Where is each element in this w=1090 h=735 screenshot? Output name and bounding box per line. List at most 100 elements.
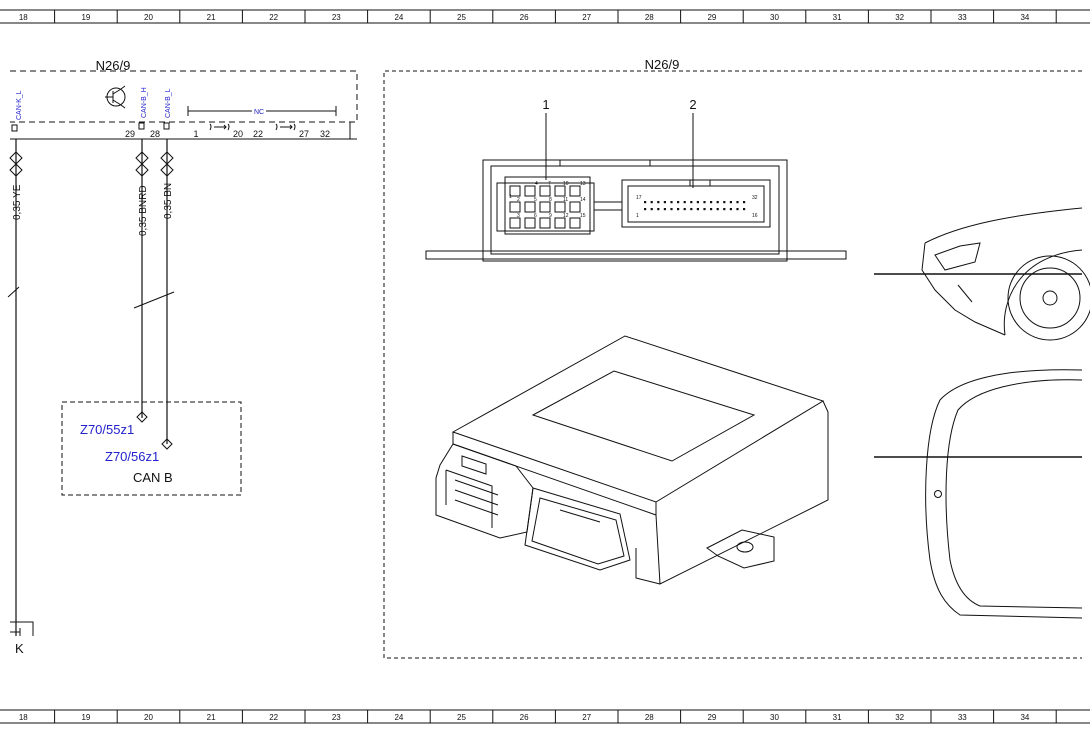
connector-2-pin (683, 208, 686, 211)
schematic-unit-label: N26/9 (96, 58, 131, 73)
connector-2-pin (663, 201, 666, 204)
connector-1-cavity (524, 185, 536, 197)
connector-1-cavity (569, 217, 581, 229)
connector-2-pin (696, 201, 699, 204)
connector-2-pin (703, 201, 706, 204)
nc-label: NC (254, 109, 264, 116)
connector-1-cavity (569, 201, 581, 213)
svg-text:1: 1 (636, 213, 639, 219)
connector-1-cavity (554, 201, 566, 213)
svg-text:32: 32 (752, 195, 758, 201)
connector-2-pin (650, 208, 653, 211)
splice-box (61, 401, 242, 496)
callout-2: 2 (689, 97, 696, 112)
connector-1-cavity (509, 185, 521, 197)
connector-2-pin (657, 208, 660, 211)
pin-range-marker (275, 123, 296, 131)
svg-text:15: 15 (580, 213, 586, 219)
ruler-column-33-top: 33 (958, 13, 967, 22)
connector-2-pin (736, 208, 739, 211)
connector-1-cavity (539, 217, 551, 229)
connector-2-pin (690, 201, 693, 204)
splice-label-55z1: Z70/55z1 (80, 422, 134, 437)
connector-1-cavity (539, 185, 551, 197)
wire-break-mark (7, 286, 20, 298)
ruler-column-29-top: 29 (707, 13, 716, 22)
connector-2-pin (743, 208, 746, 211)
connector-2-pin (690, 208, 693, 211)
ruler-column-34-top: 34 (1020, 13, 1029, 22)
vehicle-side-view (874, 207, 1090, 341)
ruler-column-28-top: 28 (645, 13, 654, 22)
ruler-column-34-bottom: 34 (1020, 713, 1029, 722)
ruler-column-24-bottom: 24 (394, 713, 403, 722)
connector-2-pin (736, 201, 739, 204)
pin-number-29: 29 (125, 129, 135, 139)
ruler-column-19-top: 19 (81, 13, 90, 22)
svg-text:16: 16 (752, 213, 758, 219)
control-unit-front-view: 4 7 10 13 2 5 8 11 14 3 6 9 12 15 1 17 3… (425, 159, 847, 262)
ruler-column-30-top: 30 (770, 13, 779, 22)
svg-text:1: 1 (509, 194, 512, 200)
ruler-column-19-bottom: 19 (81, 713, 90, 722)
ruler-column-21-bottom: 21 (207, 713, 216, 722)
ruler-column-18-bottom: 18 (19, 713, 28, 722)
pin-tag-can-b-h: CAN-B_H (141, 87, 148, 118)
ruler-column-29-bottom: 29 (707, 713, 716, 722)
connector-2-pin (670, 201, 673, 204)
svg-text:17: 17 (636, 195, 642, 201)
connector-symbol (9, 151, 174, 177)
connector-1-cavity (569, 185, 581, 197)
callout-1: 1 (542, 97, 549, 112)
svg-text:3: 3 (517, 213, 520, 219)
illustration-title: N26/9 (645, 57, 680, 72)
ruler-column-22-top: 22 (269, 13, 278, 22)
connector-2-pin (677, 208, 680, 211)
connector-2-pin (723, 208, 726, 211)
ruler-column-30-bottom: 30 (770, 713, 779, 722)
pin-number-27: 27 (299, 129, 309, 139)
connector-2-pin (703, 208, 706, 211)
pin-number-1: 1 (193, 129, 198, 139)
ruler-column-23-bottom: 23 (332, 713, 341, 722)
connector-2-pin (729, 201, 732, 204)
wire-label-ye: 0,35 YE (12, 184, 23, 220)
connector-2-pin (710, 201, 713, 204)
connector-2-pin (677, 201, 680, 204)
connector-1-cavity (509, 201, 521, 213)
connector-2-pin (716, 201, 719, 204)
ruler-column-26-bottom: 26 (520, 713, 529, 722)
ruler-column-31-top: 31 (833, 13, 842, 22)
ruler-column-24-top: 24 (394, 13, 403, 22)
connector-2-pin (710, 208, 713, 211)
connector-1-cavity (524, 201, 536, 213)
control-unit-box (10, 70, 358, 123)
svg-text:8: 8 (549, 197, 552, 203)
svg-text:13: 13 (580, 181, 586, 187)
splice-point-icon (136, 411, 148, 423)
svg-text:6: 6 (534, 213, 537, 219)
connector-1-cavity (554, 217, 566, 229)
connector-1-cavity (509, 217, 521, 229)
splice-bus-label: CAN B (133, 470, 173, 485)
connector-2-pin (650, 201, 653, 204)
connector-2-pin (696, 208, 699, 211)
ruler-column-25-top: 25 (457, 13, 466, 22)
ruler-column-23-top: 23 (332, 13, 341, 22)
connector-1-cavity (539, 201, 551, 213)
connector-2-pin (657, 201, 660, 204)
svg-text:10: 10 (563, 181, 569, 187)
ruler-column-22-bottom: 22 (269, 713, 278, 722)
svg-text:11: 11 (563, 197, 568, 203)
ruler-column-21-top: 21 (207, 13, 216, 22)
ruler-column-32-bottom: 32 (895, 713, 904, 722)
splice-point-icon (161, 438, 173, 450)
wire-label-bn: 0,35 BN (163, 183, 174, 219)
connector-2-pin (716, 208, 719, 211)
ruler-column-33-bottom: 33 (958, 713, 967, 722)
pin-range-marker (209, 123, 230, 131)
illustration-frame (383, 70, 1082, 659)
svg-text:5: 5 (534, 197, 537, 203)
